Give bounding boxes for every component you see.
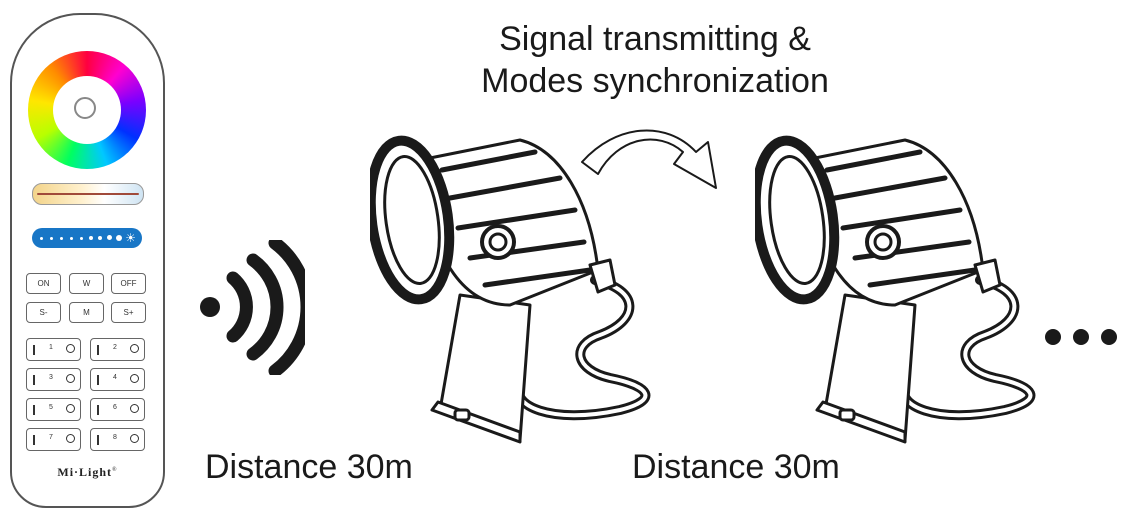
white-button[interactable]: W [69,273,104,294]
zone-button-1[interactable]: 1 [26,338,81,361]
zone-button-2[interactable]: 2 [90,338,145,361]
brightness-slider[interactable]: ☀ [32,228,142,248]
sync-title: Signal transmitting & Modes synchronizat… [440,18,870,102]
wheel-center-button[interactable] [74,97,96,119]
more-ellipsis-icon [1045,329,1117,345]
brightness-sun-icon: ☀ [125,231,136,245]
distance-label-1: Distance 30m [205,448,413,486]
brand-logo: Mi·Light® [57,465,118,479]
zone-button-7[interactable]: 7 [26,428,81,451]
wireless-signal-icon [200,240,305,375]
zone-button-4[interactable]: 4 [90,368,145,391]
off-button[interactable]: OFF [111,273,146,294]
curved-arrow-icon [581,129,717,189]
zone-button-8[interactable]: 8 [90,428,145,451]
zone-button-3[interactable]: 3 [26,368,81,391]
spotlight-lamp-2 [755,135,1036,444]
speed-up-button[interactable]: S+ [111,302,146,323]
spotlight-lamp-1 [370,135,651,444]
color-wheel[interactable] [28,51,146,169]
sync-title-line2: Modes synchronization [481,62,829,100]
zone-button-5[interactable]: 5 [26,398,81,421]
speed-down-button[interactable]: S- [26,302,61,323]
sync-title-line1: Signal transmitting & [499,20,811,58]
mode-button[interactable]: M [69,302,104,323]
distance-label-2: Distance 30m [632,448,840,486]
color-wheel-center [53,76,121,144]
zone-button-6[interactable]: 6 [90,398,145,421]
color-temperature-slider[interactable] [32,183,144,205]
remote-control: ☀ ON W OFF S- M S+ 1 2 3 4 5 6 7 8 Mi·Li… [10,13,165,508]
on-button[interactable]: ON [26,273,61,294]
